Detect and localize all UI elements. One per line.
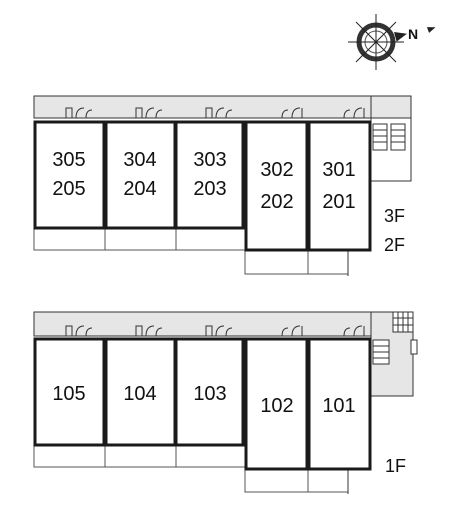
floor-label: 3F — [384, 206, 405, 226]
lower-block: 105 104 103 102 101 1F — [33, 311, 418, 494]
upper-balcony-3 — [175, 227, 246, 251]
unit-label: 202 — [260, 191, 293, 213]
unit-label: 203 — [193, 178, 226, 200]
upper-balcony-4 — [244, 249, 309, 275]
lower-unit-5 — [307, 337, 372, 471]
unit-label: 102 — [260, 395, 293, 417]
upper-unit-4 — [244, 120, 309, 252]
lower-stair-steps — [372, 339, 418, 365]
lower-unit-3 — [174, 337, 245, 447]
upper-block: 305 205 304 204 303 203 302 202 301 201 … — [33, 95, 412, 276]
upper-balcony-1 — [33, 227, 106, 251]
unit-label: 304 — [123, 149, 156, 171]
unit-label: 204 — [123, 178, 156, 200]
unit-label: 205 — [52, 178, 85, 200]
unit-label: 305 — [52, 149, 85, 171]
upper-stair-steps — [372, 123, 406, 151]
lower-balcony-2 — [104, 444, 177, 468]
unit-label: 301 — [322, 159, 355, 181]
unit-label: 302 — [260, 159, 293, 181]
unit-label: 201 — [322, 191, 355, 213]
compass-line-d2 — [355, 21, 397, 63]
floor-label: 1F — [385, 456, 406, 476]
floor-label: 2F — [384, 235, 405, 255]
lower-unit-1 — [33, 337, 106, 447]
unit-label: 104 — [123, 383, 156, 405]
unit-label: 303 — [193, 149, 226, 171]
upper-unit-5 — [307, 120, 372, 252]
upper-stair-landing — [370, 95, 412, 119]
lower-balcony-4 — [244, 469, 309, 493]
lower-unit-4 — [244, 337, 309, 471]
lower-balcony-1 — [33, 444, 106, 468]
upper-balcony-5 — [307, 249, 349, 275]
compass-north-arrow-icon — [426, 27, 436, 33]
lower-balcony-3 — [175, 444, 246, 468]
upper-unit-1 — [33, 120, 106, 230]
upper-balcony-2 — [104, 227, 177, 251]
compass: N — [348, 14, 436, 70]
lower-door-icons — [65, 325, 365, 337]
lower-corridor — [33, 311, 383, 337]
unit-label: 105 — [52, 383, 85, 405]
compass-arrow-icon — [394, 31, 407, 42]
lower-balcony-5 — [307, 469, 349, 493]
upper-door-icons — [65, 107, 365, 119]
lower-stair-grid — [392, 311, 414, 333]
upper-unit-3 — [174, 120, 245, 230]
upper-unit-2 — [104, 120, 177, 230]
unit-label: 103 — [193, 383, 226, 405]
unit-label: 101 — [322, 395, 355, 417]
compass-letter: N — [408, 26, 418, 42]
